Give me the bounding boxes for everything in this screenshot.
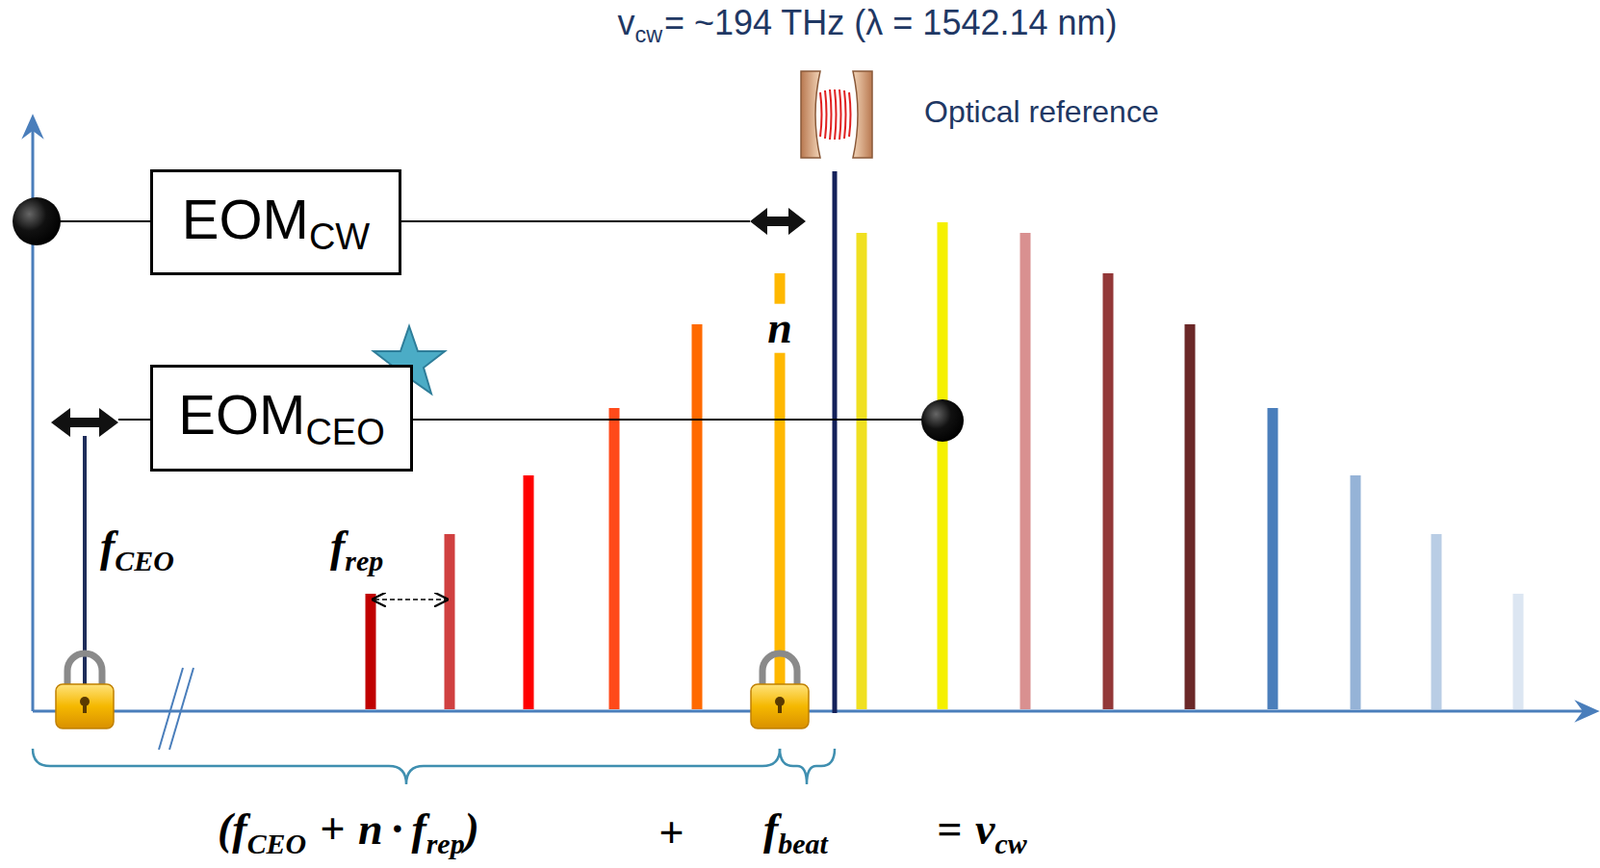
- cavity-icon: [800, 71, 873, 158]
- subscript: rep: [426, 828, 465, 861]
- label-text: f: [100, 521, 115, 571]
- equation: +: [658, 809, 684, 859]
- mode-index: n: [763, 304, 797, 354]
- box-label: EOM: [178, 383, 306, 446]
- label-text: f: [330, 521, 345, 571]
- box-text: EOMCEO: [178, 382, 385, 454]
- subscript: CEO: [114, 545, 174, 578]
- box-label: EOM: [181, 187, 310, 251]
- box-text: EOMCW: [181, 186, 370, 259]
- label-text: ): [464, 804, 480, 854]
- modulator-box: EOMCW: [150, 169, 402, 276]
- subscript: cw: [994, 828, 1027, 861]
- equation: (fCEO+n·frep): [217, 805, 480, 861]
- box-subscript: CEO: [305, 412, 385, 454]
- label-text: f: [232, 804, 247, 854]
- rep-label: frep: [330, 522, 384, 578]
- axes: [25, 117, 1597, 750]
- label-text: v: [975, 804, 995, 854]
- dot: [12, 197, 61, 246]
- brace: [32, 748, 835, 785]
- label-text: ·: [391, 804, 404, 854]
- box-subscript: CW: [309, 216, 370, 258]
- ceo-label: fCEO: [100, 522, 175, 578]
- dot: [921, 399, 964, 442]
- label-text: f: [763, 804, 778, 854]
- label-text: f: [411, 804, 426, 854]
- equation: fbeat: [763, 805, 828, 861]
- frequency-note: vcw= ~194 THz (λ = 1542.14 nm): [618, 3, 1118, 49]
- frep-arrow: [374, 598, 446, 601]
- equation: = vcw: [936, 805, 1028, 861]
- label-text: v: [618, 2, 636, 43]
- lock-icon: [750, 653, 809, 729]
- reference-label: Optical reference: [924, 95, 1160, 130]
- subscript: beat: [777, 828, 827, 861]
- subscript: cw: [635, 22, 664, 48]
- comb-lines: [370, 222, 1519, 710]
- label-text: +: [319, 804, 345, 854]
- subscript: rep: [344, 545, 384, 578]
- double-arrow: [749, 207, 806, 235]
- label-text: n: [767, 303, 793, 353]
- label-text: Optical reference: [924, 94, 1160, 130]
- double-arrow: [51, 408, 119, 438]
- label-text: (: [217, 804, 233, 854]
- label-text: +: [658, 808, 684, 858]
- label-text: n: [358, 804, 384, 854]
- label-text: =: [936, 804, 962, 854]
- label-text: = ~194 THz (λ = 1542.14 nm): [664, 2, 1118, 43]
- cw-line: [832, 171, 838, 714]
- lock-icon: [55, 653, 114, 729]
- ceo-line: [82, 436, 87, 712]
- subscript: CEO: [247, 828, 307, 861]
- modulator-box: EOMCEO: [150, 364, 413, 472]
